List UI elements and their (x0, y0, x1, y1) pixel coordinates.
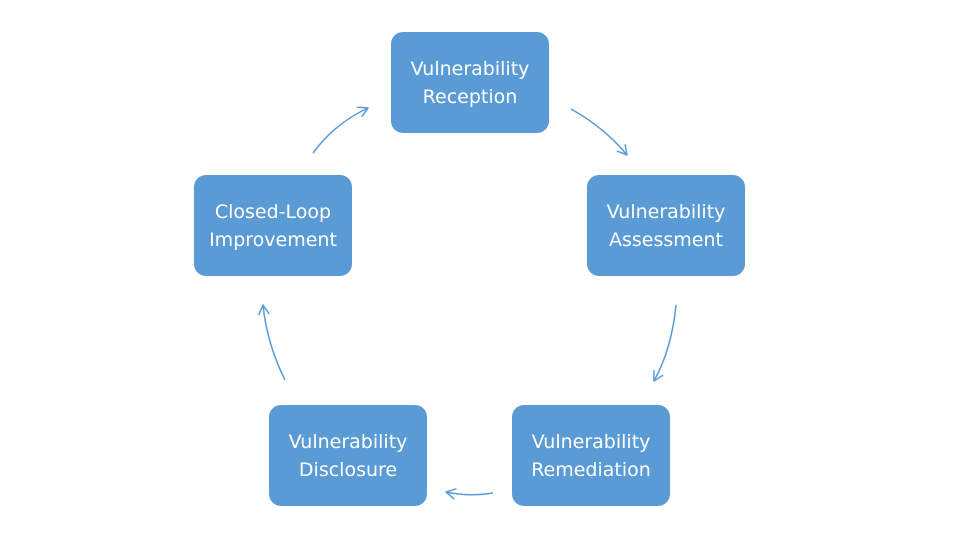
node-label-line: Reception (422, 85, 518, 108)
node-label-line: Vulnerability (606, 200, 726, 223)
node-label-line: Vulnerability (288, 430, 408, 453)
node-label-line: Disclosure (298, 458, 398, 481)
node-label-line: Closed-Loop (214, 200, 332, 223)
arrow-improvement-to-reception (312, 106, 369, 154)
node-label-line: Vulnerability (410, 57, 530, 80)
node-vulnerability-reception: Vulnerability Reception (391, 32, 549, 133)
node-label-line: Improvement (209, 228, 337, 251)
node-label-line: Assessment (609, 228, 723, 251)
node-vulnerability-assessment: Vulnerability Assessment (587, 175, 745, 276)
node-vulnerability-remediation: Vulnerability Remediation (512, 405, 670, 506)
node-vulnerability-disclosure: Vulnerability Disclosure (269, 405, 427, 506)
node-label-line: Remediation (531, 458, 651, 481)
arrow-reception-to-assessment (570, 108, 628, 156)
node-closed-loop-improvement: Closed-Loop Improvement (194, 175, 352, 276)
node-label-line: Vulnerability (531, 430, 651, 453)
arrow-remediation-to-disclosure (445, 488, 494, 500)
arrow-assessment-to-remediation (653, 304, 677, 382)
arrow-disclosure-to-improvement (258, 304, 286, 381)
